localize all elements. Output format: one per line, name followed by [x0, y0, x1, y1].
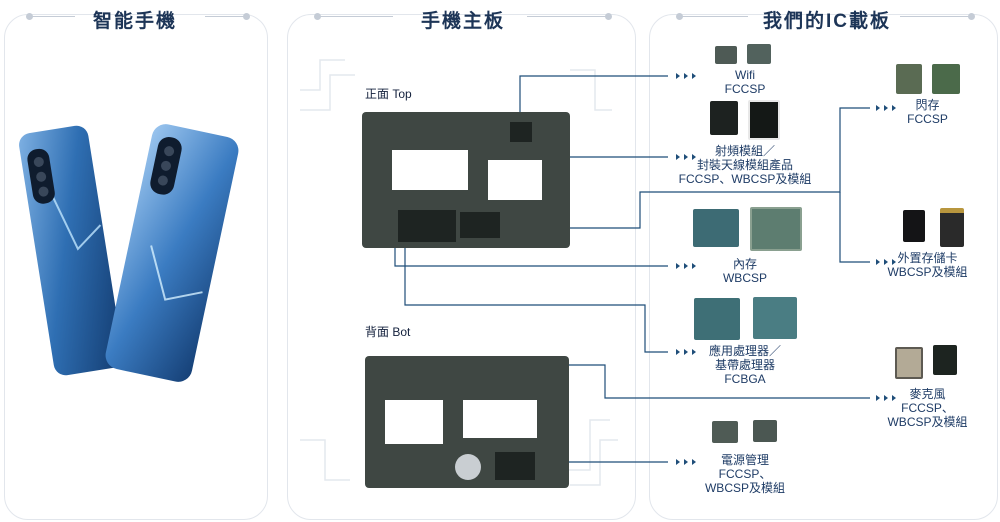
- processor-substrate-image: [753, 297, 797, 339]
- arrow-icon: [676, 73, 896, 465]
- top-side-label: 正面 Top: [365, 87, 412, 101]
- memory-substrate-image: [693, 209, 739, 247]
- flash-chip-image: [932, 64, 960, 94]
- board-section-title: 手機主板: [421, 11, 506, 32]
- microphone-chip-image: [895, 347, 923, 379]
- wifi-chip-image: [747, 44, 771, 64]
- processor-substrate-image: [694, 298, 740, 340]
- microphone-chip-image: [933, 345, 957, 375]
- motherboard-top-image: [362, 112, 570, 248]
- flash-chip-image: [896, 64, 922, 94]
- ic-panel: [649, 14, 998, 520]
- phone-back-right: [105, 124, 239, 382]
- phone-section-title: 智能手機: [93, 11, 178, 32]
- phone-back-left: [19, 125, 124, 376]
- motherboard-bottom-image: [365, 356, 569, 488]
- sdcard-image: [940, 208, 964, 247]
- rf-module-image: [710, 101, 738, 135]
- wifi-chip-image: [715, 46, 737, 64]
- memory-substrate-image: [750, 207, 802, 251]
- power-chip-image: [753, 420, 777, 442]
- power-chip-image: [712, 421, 738, 443]
- rf-module-image: [748, 100, 780, 140]
- ic-section-title: 我們的IC載板: [763, 11, 892, 32]
- bottom-side-label: 背面 Bot: [365, 325, 411, 339]
- sdcard-image: [903, 210, 925, 242]
